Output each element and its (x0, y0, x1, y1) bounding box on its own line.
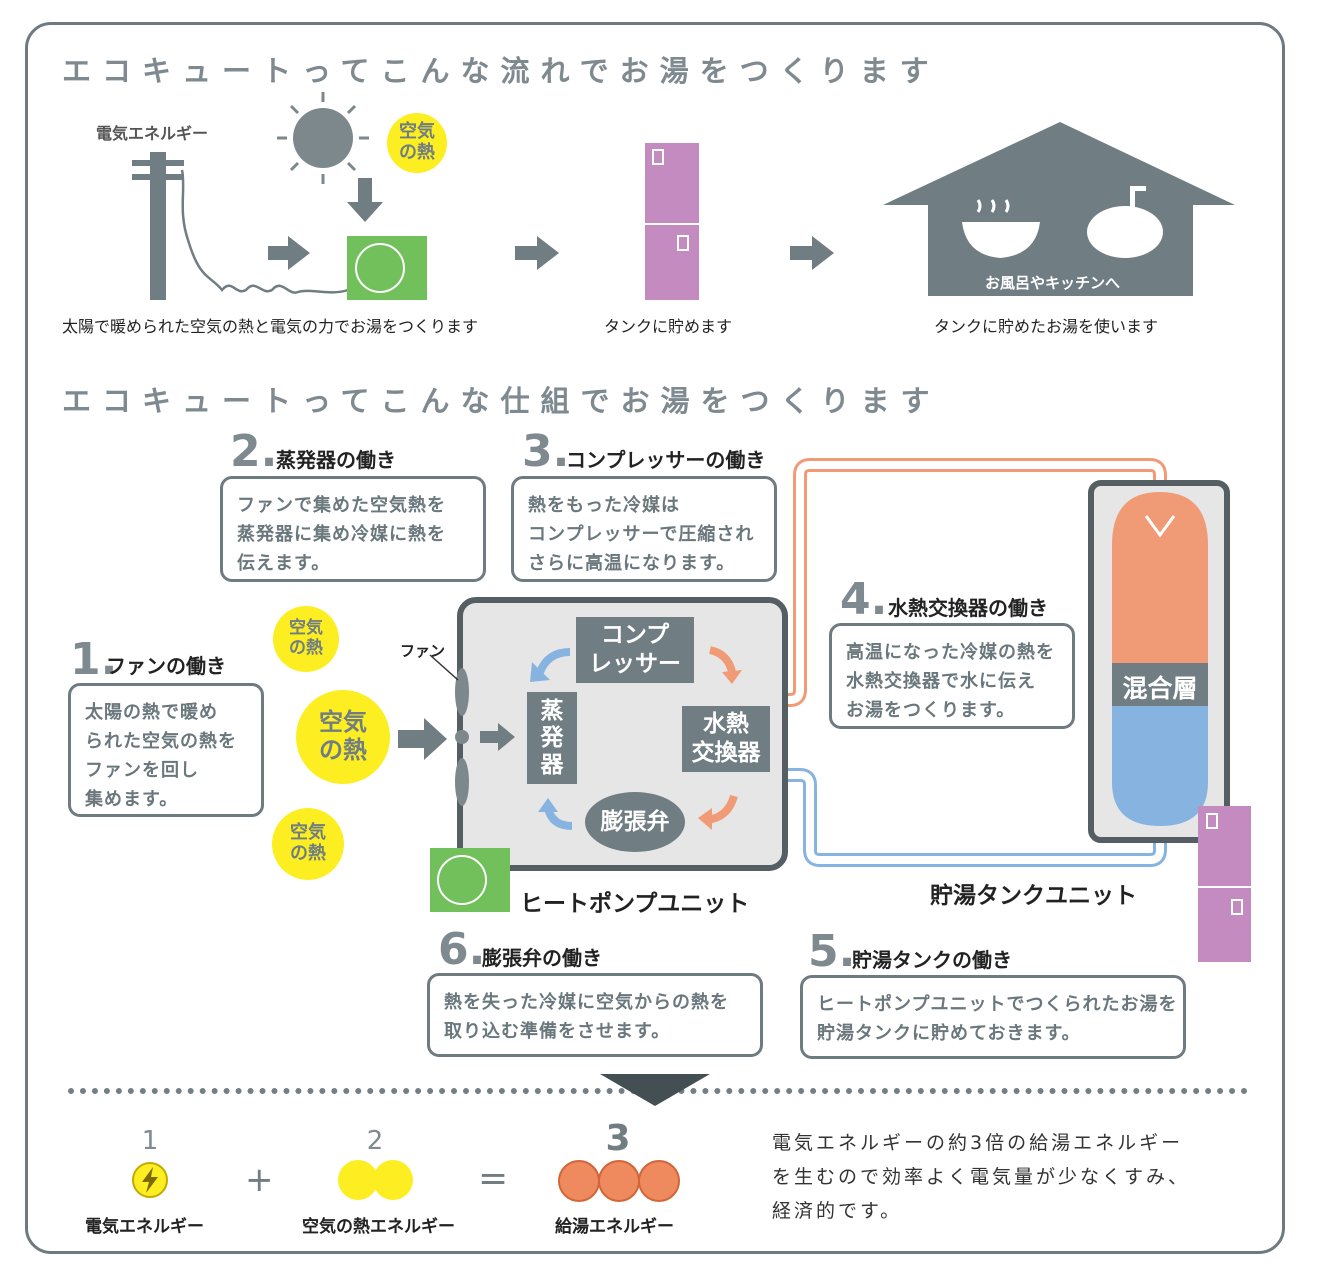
heat-exchanger-block: 水熱交換器 (682, 706, 770, 772)
utility-pole-icon (132, 152, 349, 300)
flow-caption-1: 太陽で暖められた空気の熱と電気の力でお湯をつくります (62, 317, 479, 336)
eq-number-1: 1 (141, 1126, 159, 1156)
cycle-arrow-icon (530, 648, 571, 682)
right-arrow-icon (515, 236, 559, 270)
step6-box: 熱を失った冷媒に空気からの熱を取り込む準備をさせます。 (427, 973, 763, 1057)
step1-number: 1. (70, 634, 118, 685)
step5-title: 貯湯タンクの働き (852, 948, 1012, 972)
tank-icon (1198, 806, 1251, 962)
right-arrow-icon (268, 236, 310, 270)
cycle-arrow-icon (708, 646, 742, 684)
cycle-arrow-icon (698, 794, 738, 830)
electric-energy-label: 電気エネルギー (96, 124, 209, 143)
outer-frame (25, 22, 1285, 1254)
house-icon (883, 122, 1235, 296)
right-arrow-icon (398, 718, 447, 760)
air-heat-dot (373, 1160, 413, 1200)
expansion-valve-block: 膨張弁 (585, 792, 685, 852)
hot-water-dot (638, 1160, 680, 1202)
section2-heading: エコキュートってこんな仕組でお湯をつくります (62, 384, 941, 418)
evaporator-block: 蒸発器 (527, 692, 577, 784)
step3-number: 3. (522, 426, 570, 477)
step6-title: 膨張弁の働き (482, 946, 602, 970)
sun-icon (277, 92, 369, 184)
step2-title: 蒸発器の働き (276, 448, 396, 472)
tank-icon (645, 143, 699, 300)
flow-graphic (132, 92, 1235, 300)
plus-sign: + (245, 1160, 274, 1200)
compressor-block: コンプレッサー (576, 617, 694, 683)
step5-number: 5. (808, 926, 856, 977)
step2-box: ファンで集めた空気熱を蒸発器に集め冷媒に熱を伝えます。 (220, 476, 486, 582)
section1-heading: エコキュートってこんな流れでお湯をつくります (62, 54, 940, 88)
step3-title: コンプレッサーの働き (566, 448, 766, 472)
lightning-icon (132, 1162, 168, 1198)
step2-number: 2. (230, 426, 278, 477)
heatpump-unit-icon (347, 236, 427, 300)
mix-layer-label: 混合層 (1122, 674, 1198, 703)
heatpump-unit-label: ヒートポンプユニット (520, 891, 750, 917)
flow-caption-2: タンクに貯めます (604, 317, 733, 336)
step1-title: ファンの働き (106, 654, 226, 678)
heatpump-unit-icon (430, 848, 510, 912)
summary-text: 電気エネルギーの約3倍の給湯エネルギーを生むので効率よく電気量が少なくすみ、経済… (772, 1132, 1191, 1222)
system-diagram (398, 458, 1251, 962)
fan-icon (455, 668, 469, 806)
flow-caption-3: タンクに貯めたお湯を使います (934, 317, 1159, 336)
equals-sign: = (478, 1158, 509, 1199)
eq-number-2: 2 (366, 1126, 384, 1156)
air-heat-circle: 空気の熱 (272, 808, 344, 880)
hot-water-dot (598, 1160, 640, 1202)
house-label: お風呂やキッチンへ (985, 274, 1121, 292)
eq-label-3: 給湯エネルギー (555, 1217, 674, 1237)
step4-number: 4. (840, 574, 888, 625)
down-arrow-icon (347, 178, 383, 222)
eq-label-1: 電気エネルギー (85, 1217, 204, 1237)
air-heat-circle: 空気 の熱 (387, 113, 447, 173)
step1-box: 太陽の熱で暖められた空気の熱をファンを回し集めます。 (68, 683, 264, 817)
down-triangle-icon (600, 1074, 710, 1106)
eq-label-2: 空気の熱エネルギー (302, 1217, 455, 1237)
hot-water-dot (558, 1160, 600, 1202)
step6-number: 6. (438, 924, 486, 975)
step4-title: 水熱交換器の働き (888, 596, 1048, 620)
tank-unit-label: 貯湯タンクユニット (930, 883, 1137, 909)
cycle-arrow-icon (538, 798, 573, 830)
step4-box: 高温になった冷媒の熱を水熱交換器で水に伝えお湯をつくります。 (829, 623, 1075, 729)
fan-label: ファン (400, 642, 446, 660)
right-arrow-icon (480, 723, 515, 751)
step3-box: 熱をもった冷媒はコンプレッサーで圧縮されさらに高温になります。 (511, 476, 777, 582)
eq-number-3: 3 (605, 1118, 631, 1159)
air-heat-circle: 空気の熱 (273, 606, 339, 672)
step5-box: ヒートポンプユニットでつくられたお湯を貯湯タンクに貯めておきます。 (800, 975, 1186, 1059)
right-arrow-icon (790, 236, 834, 270)
air-heat-dot (338, 1160, 378, 1200)
air-heat-circle: 空気の熱 (296, 690, 390, 784)
